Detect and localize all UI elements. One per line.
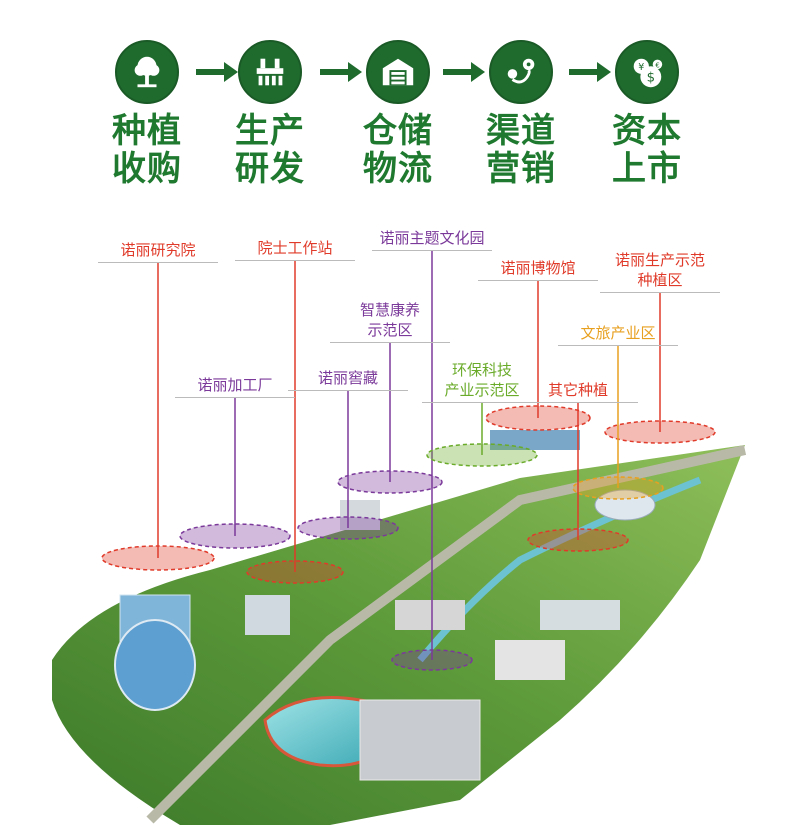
step-production: 生产研发: [215, 40, 325, 188]
zone-label-line1: 诺丽博物馆: [500, 259, 576, 277]
zone-label: 环保科技产业示范区: [422, 360, 542, 403]
step-label: 种植收购: [112, 111, 182, 189]
zone-label-line1: 其它种植: [547, 381, 608, 399]
zone-label: 文旅产业区: [558, 323, 678, 346]
zone-label-line2: 种植区: [637, 271, 683, 289]
zone-label-line1: 环保科技: [451, 361, 512, 379]
svg-text:$: $: [647, 71, 655, 86]
step-planting: 种植收购: [92, 40, 202, 188]
zone-marker-ellipse: [101, 545, 215, 571]
zone-label: 诺丽加工厂: [175, 375, 295, 398]
zone-label-line1: 诺丽窖藏: [317, 369, 378, 387]
zone-label-line1: 智慧康养: [359, 301, 420, 319]
step-label: 渠道营销: [486, 111, 556, 189]
zone-label-line1: 诺丽主题文化园: [379, 229, 485, 247]
zone-label: 诺丽窖藏: [288, 368, 408, 391]
zone-label-line1: 诺丽生产示范: [614, 251, 705, 269]
factory-icon: [238, 40, 302, 104]
zone-label-line1: 文旅产业区: [580, 324, 656, 342]
step-label: 生产研发: [235, 111, 305, 189]
zone-label: 诺丽主题文化园: [372, 228, 492, 251]
zone-label-underline: [518, 402, 638, 403]
zone-label-underline: [330, 342, 450, 343]
svg-text:¥: ¥: [638, 62, 644, 73]
zone-label-underline: [175, 397, 295, 398]
zone-label-line1: 诺丽研究院: [120, 241, 196, 259]
zone-marker-ellipse: [297, 516, 399, 540]
arrow-right-icon: [569, 62, 611, 82]
zone-marker-ellipse: [485, 405, 591, 431]
zone-marker-ellipse: [391, 649, 473, 671]
zone-label: 诺丽研究院: [98, 240, 218, 263]
money-bag-icon: ¥$€: [615, 40, 679, 104]
step-capital: ¥$€ 资本上市: [592, 40, 702, 188]
zone-marker-ellipse: [527, 528, 629, 552]
zone-label-underline: [478, 280, 598, 281]
zone-marker-ellipse: [572, 476, 664, 500]
zone-label: 诺丽博物馆: [478, 258, 598, 281]
step-marketing: 渠道营销: [466, 40, 576, 188]
arrow-right-icon: [196, 62, 238, 82]
buildings: [114, 430, 656, 781]
zone-label-underline: [600, 292, 720, 293]
zone-label-underline: [235, 260, 355, 261]
zone-label-line2: 示范区: [367, 321, 413, 339]
zone-label-line1: 诺丽加工厂: [197, 376, 273, 394]
tree-icon: [115, 40, 179, 104]
zone-label-line2: 产业示范区: [444, 381, 520, 399]
warehouse-icon: [366, 40, 430, 104]
arrow-right-icon: [320, 62, 362, 82]
arrow-right-icon: [443, 62, 485, 82]
zone-label-underline: [422, 402, 542, 403]
zone-marker-ellipse: [604, 420, 716, 444]
zone-marker-ellipse: [179, 523, 291, 549]
step-label: 资本上市: [612, 111, 682, 189]
zone-label: 院士工作站: [235, 238, 355, 261]
svg-text:€: €: [655, 61, 659, 69]
zone-label-underline: [558, 345, 678, 346]
zone-label: 其它种植: [518, 380, 638, 403]
zone-label-underline: [98, 262, 218, 263]
step-logistics: 仓储物流: [343, 40, 453, 188]
step-label: 仓储物流: [363, 111, 433, 189]
route-icon: [489, 40, 553, 104]
zone-marker-ellipse: [426, 443, 538, 467]
zone-label-underline: [372, 250, 492, 251]
zone-marker-ellipse: [337, 470, 443, 494]
main-road: [146, 445, 747, 824]
zone-label-underline: [288, 390, 408, 391]
zone-label: 诺丽生产示范种植区: [600, 250, 720, 293]
zone-markers: [101, 250, 716, 671]
zone-label-line1: 院士工作站: [257, 239, 333, 257]
zone-label: 智慧康养示范区: [330, 300, 450, 343]
park-terrain: [52, 445, 745, 825]
zone-marker-ellipse: [246, 560, 344, 584]
